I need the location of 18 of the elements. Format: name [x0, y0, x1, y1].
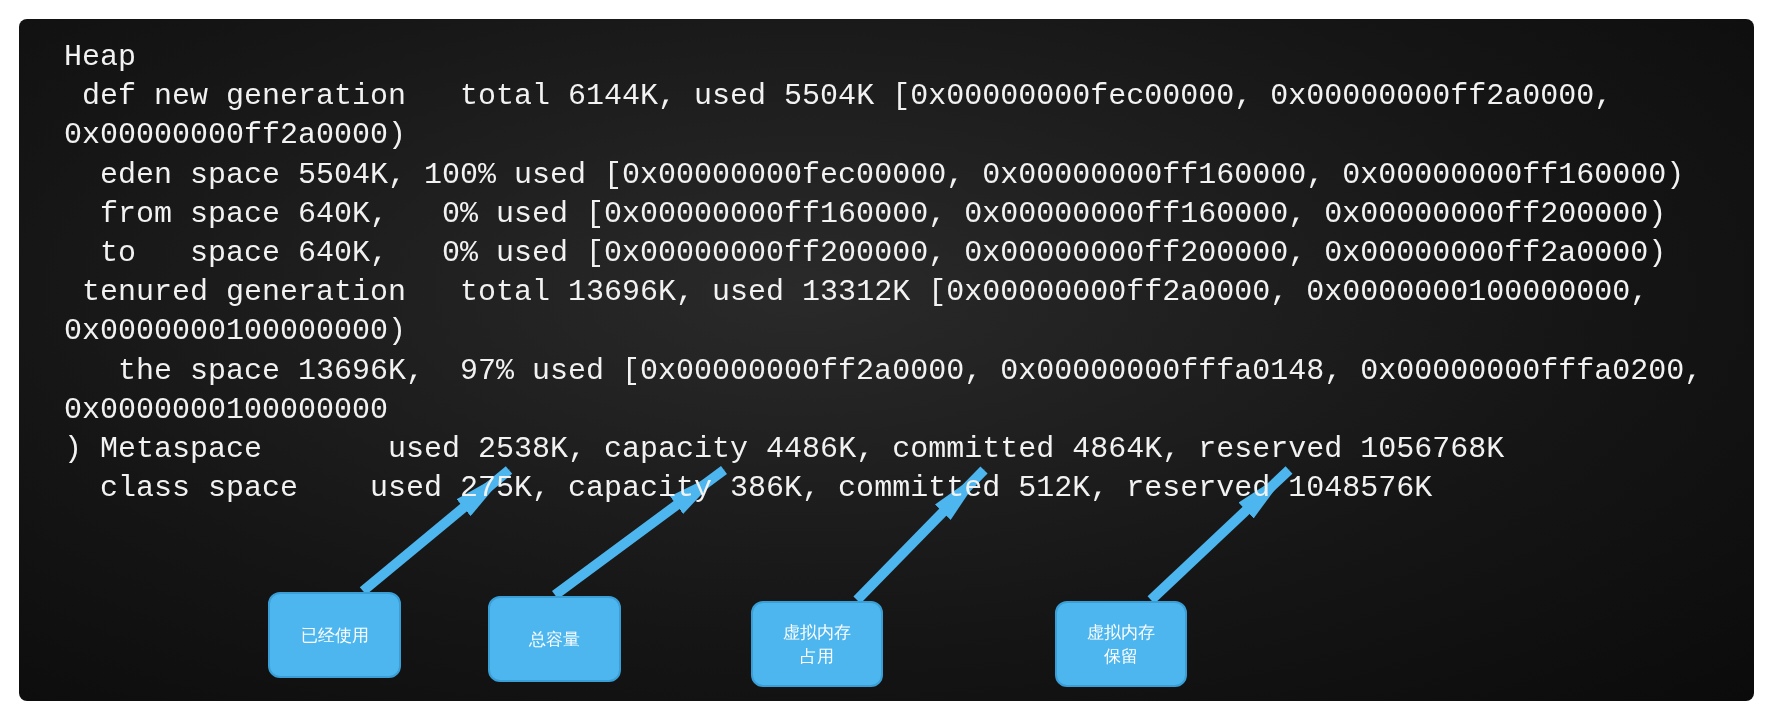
callout-box: 虚拟内存占用	[751, 601, 883, 687]
code-line: eden space 5504K, 100% used [0x00000000fec00000, 0x00000000ff160000, 0x00000000ff160000)	[100, 156, 1685, 194]
callout-pointer	[1147, 466, 1293, 604]
code-line: to space 640K, 0% used [0x00000000ff200000, 0x00000000ff200000, 0x00000000ff2a0000)	[100, 235, 1667, 272]
callout-pointer	[359, 466, 513, 595]
code-line: 0x0000000100000000)	[64, 313, 407, 351]
callout-box: 虚拟内存保留	[1055, 601, 1187, 687]
callout-box: 总容量	[488, 596, 621, 682]
code-line: 0x0000000100000000	[64, 391, 389, 429]
code-line: ) Metaspace used 2538K, capacity 4486K, committed 4864K, reserved 1056768K	[64, 430, 1505, 469]
code-line: Heap	[64, 39, 136, 76]
callout-box: 已经使用	[268, 592, 401, 678]
code-line: the space 13696K, 97% used [0x00000000ff2a0000, 0x00000000fffa0148, 0x00000000fffa0200,	[118, 352, 1703, 390]
code-line: tenured generation total 13696K, used 13312K [0x00000000ff2a0000, 0x0000000100000000,	[82, 274, 1649, 312]
code-line: 0x00000000ff2a0000)	[64, 117, 407, 155]
code-line: def new generation total 6144K, used 5504K [0x00000000fec00000, 0x00000000ff2a0000,	[82, 78, 1613, 116]
code-line: from space 640K, 0% used [0x00000000ff160000, 0x00000000ff160000, 0x00000000ff200000)	[100, 195, 1667, 233]
callout-pointer	[853, 466, 988, 604]
